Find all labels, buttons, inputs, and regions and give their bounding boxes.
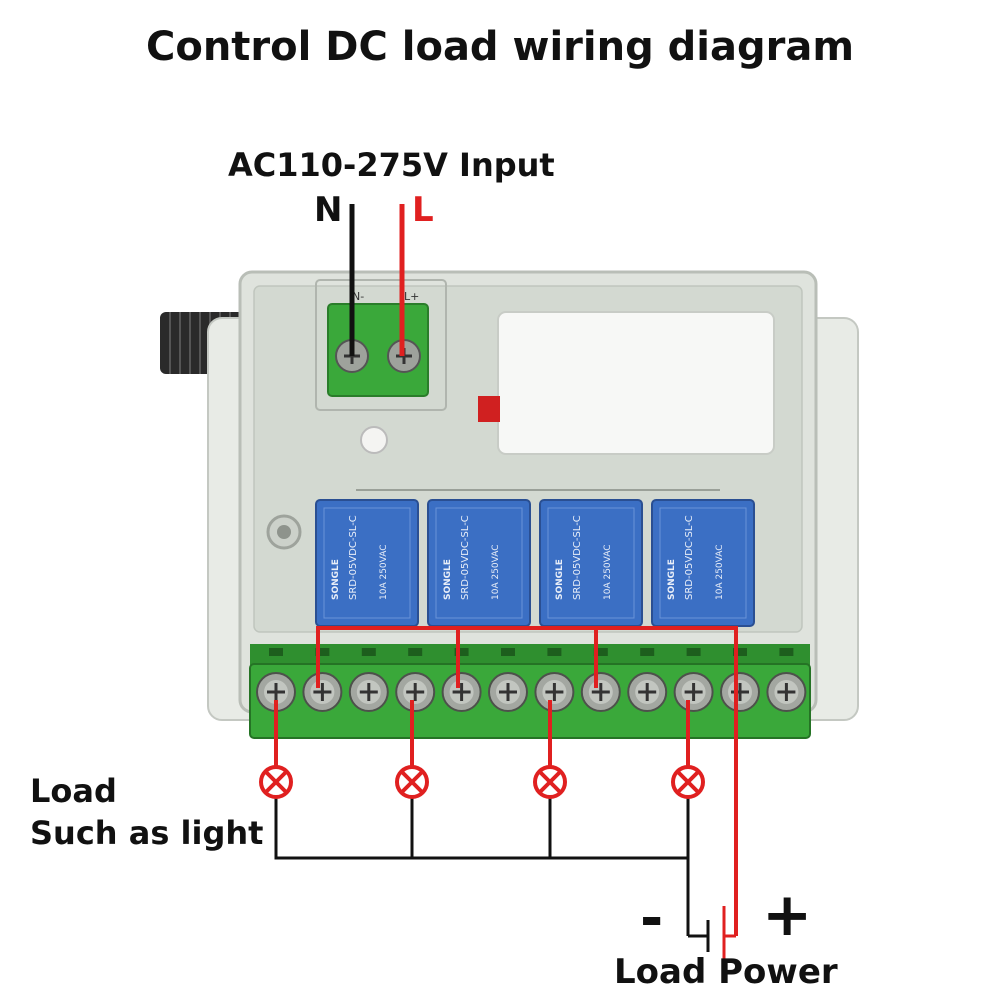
relay-4: SRD-05VDC-SL-C 10A 250VAC SONGLE [651,499,755,627]
terminal-screw-4 [395,648,436,712]
lamp-1 [259,700,293,812]
plus-sign: + [762,880,813,950]
lamp-3 [533,700,567,812]
input-terminal-block: N- L+ [327,290,429,397]
load-label-line1: Load [30,772,117,810]
relay-brand-text: SONGLE [443,559,453,600]
relay-model-text: SRD-05VDC-SL-C [572,515,583,600]
indicator-led [360,426,388,454]
relay-rating-text: 10A 250VAC [603,544,613,600]
terminal-screw-12 [766,648,807,712]
terminal-screw-7 [534,648,575,712]
label-sticker [497,311,775,455]
load-group [259,700,705,812]
relay-rating-text: 10A 250VAC [715,544,725,600]
diagram-title: Control DC load wiring diagram [145,24,854,70]
relay-rating-text: 10A 250VAC [491,544,501,600]
load-label-line2: Such as light [30,814,264,852]
terminal-screw-3 [348,648,389,712]
relay-brand-text: SONGLE [555,559,565,600]
lamp-4 [671,700,705,812]
relay-3: SRD-05VDC-SL-C 10A 250VAC SONGLE [539,499,643,627]
relay-model-text: SRD-05VDC-SL-C [348,515,359,600]
terminal-label-l: L+ [404,290,419,303]
relay-1: SRD-05VDC-SL-C 10A 250VAC SONGLE [315,499,419,627]
lamp-2 [395,700,429,812]
terminal-label-n: N- [352,290,364,303]
relay-2: SRD-05VDC-SL-C 10A 250VAC SONGLE [427,499,531,627]
relay-brand-text: SONGLE [331,559,341,600]
load-power-label: Load Power [614,952,838,992]
relay-brand-text: SONGLE [667,559,677,600]
live-label: L [412,190,434,230]
red-component [478,396,500,422]
neutral-label: N [314,190,343,230]
minus-sign: - [640,886,664,951]
negative-return-wire [274,810,690,936]
terminal-screw-6 [488,648,528,712]
terminal-screw-5 [441,648,482,712]
terminal-screw-9 [627,648,668,712]
battery-symbol [688,906,736,966]
terminal-screw-10 [673,648,714,712]
output-terminal-block [249,644,811,739]
com-bus-wire [316,626,738,936]
relay-model-text: SRD-05VDC-SL-C [460,515,471,600]
relay-model-text: SRD-05VDC-SL-C [684,515,695,600]
terminal-screw-8 [580,648,621,712]
ac-input-label: AC110-275V Input [228,146,555,184]
relay-rating-text: 10A 250VAC [379,544,389,600]
load-label: Load Such as light [30,770,263,854]
